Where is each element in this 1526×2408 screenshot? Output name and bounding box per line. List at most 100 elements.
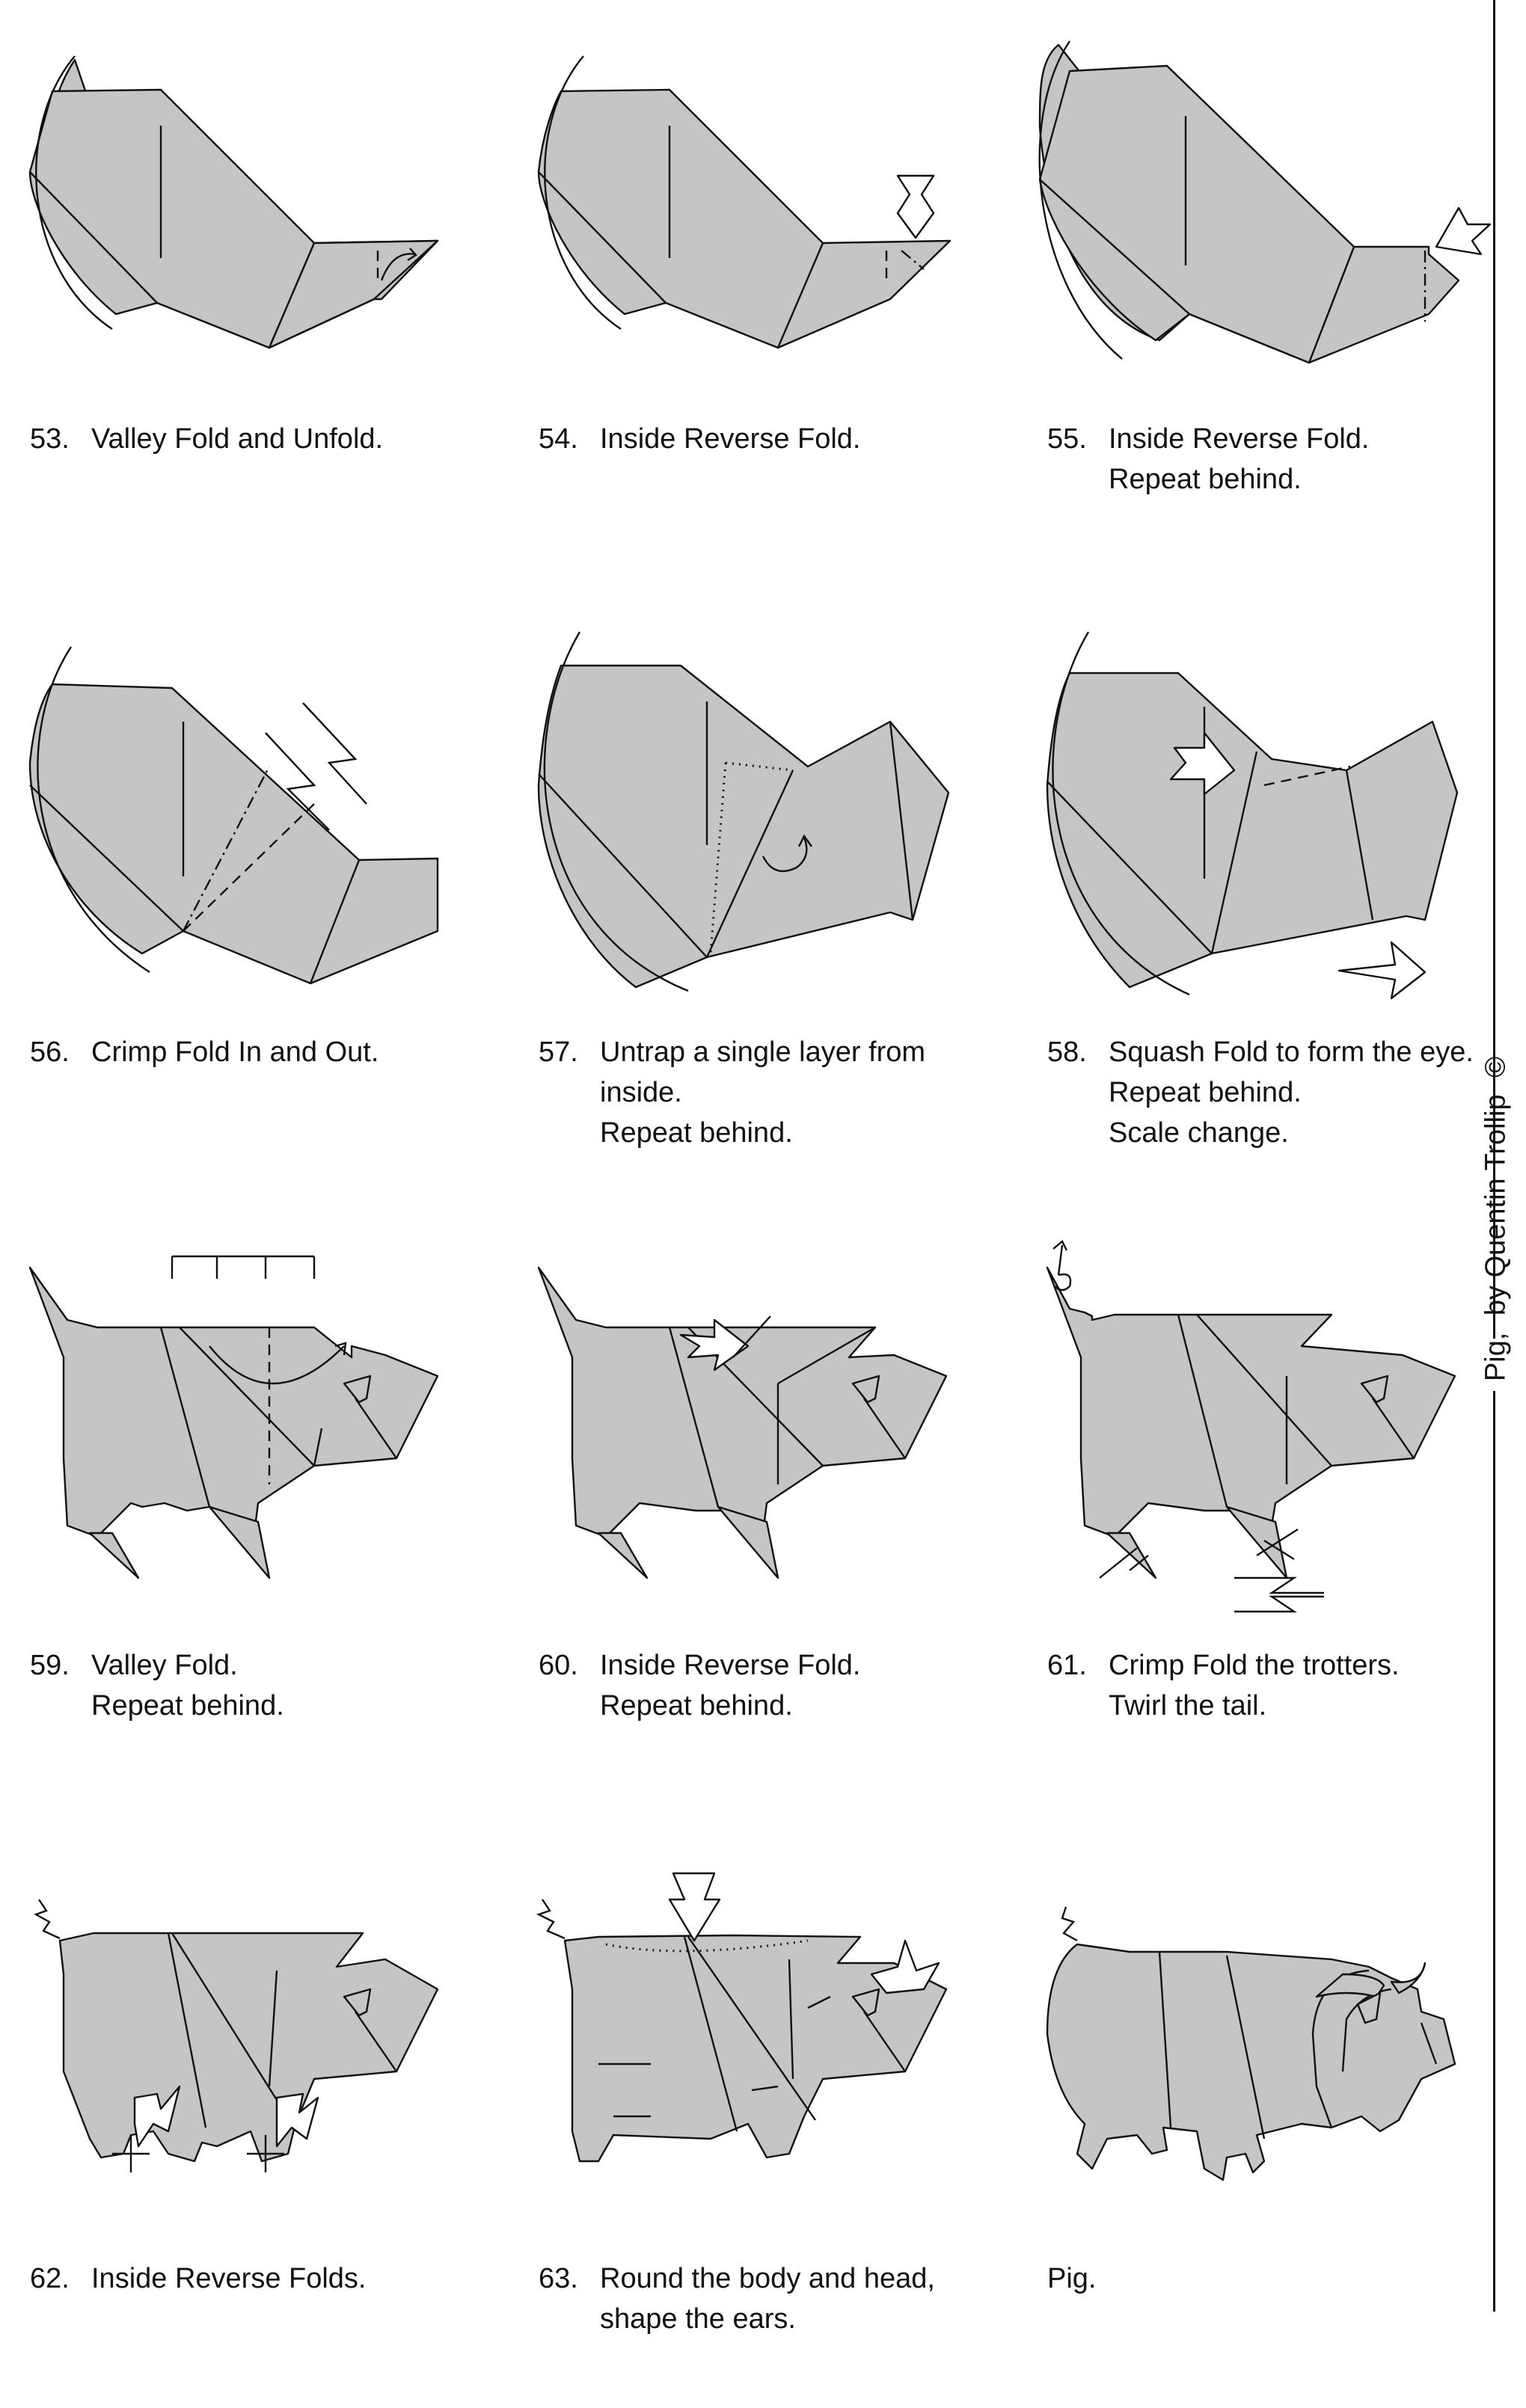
dotted-line: [709, 762, 727, 954]
caption-line: Untrap a single layer from: [600, 1036, 926, 1068]
edge-line: [29, 171, 158, 304]
caption-line: shape the ears.: [600, 2303, 796, 2335]
valley-line: [1263, 765, 1351, 787]
margin-rule-top: [1493, 0, 1495, 1339]
fold-arrow: [209, 1345, 345, 1385]
margin-rule-bottom: [1493, 1391, 1495, 2312]
step-number: 55.: [1047, 423, 1087, 455]
eye-flap: [1356, 1991, 1382, 2024]
eye-flap: [343, 1988, 372, 2017]
cross-mark: [247, 2135, 284, 2172]
trotter: [1106, 1532, 1157, 1579]
edge-line: [705, 770, 794, 958]
edge-line: [1345, 770, 1374, 921]
caption-line: Repeat behind.: [91, 1690, 284, 1721]
eye-flap: [1360, 1375, 1389, 1404]
final-pig: Pig.: [1017, 1840, 1496, 2408]
untrap-arrow: [762, 837, 808, 873]
crease-line: [1420, 2022, 1438, 2065]
circle-edge: [544, 55, 622, 330]
cross-mark: [112, 2135, 150, 2172]
trotter: [597, 1532, 649, 1579]
body-flap: [1038, 64, 1355, 364]
trotter: [208, 1505, 271, 1579]
edge-line: [1047, 781, 1213, 954]
arrow-head: [407, 248, 417, 262]
crease-line: [171, 1932, 293, 2125]
diagram-step-62: [34, 1899, 439, 2172]
edge-line: [538, 171, 667, 304]
step-number: 62.: [30, 2263, 70, 2294]
dotted-curve: [605, 1939, 809, 1953]
edge-line: [309, 859, 361, 984]
scale-arrow-icon: [1337, 941, 1427, 1000]
step-number: 59.: [30, 1650, 70, 1681]
caption-line: Valley Fold.: [91, 1650, 238, 1681]
step-58: 58. Squash Fold to form the eye. Repeat …: [1017, 613, 1496, 1182]
copyright-icon: ©: [1480, 1056, 1512, 1078]
author-credit: Pig, by Quentin Trollip ©: [1451, 995, 1526, 1443]
diagram-step-56: [28, 646, 439, 985]
caption-line: Twirl the tail.: [1109, 1690, 1267, 1721]
step-number: 56.: [30, 1036, 70, 1068]
edge-line: [889, 721, 914, 921]
crease-line: [863, 1398, 906, 1459]
step-57: 57. Untrap a single layer from inside. R…: [509, 613, 987, 1182]
edge-line: [538, 773, 708, 958]
crease-line: [179, 1327, 315, 1466]
caption-line: Squash Fold to form the eye.: [1109, 1036, 1474, 1068]
push-arrow-icon: [870, 1939, 940, 1994]
shading-lines: [598, 1995, 831, 2118]
arrow-head: [334, 1342, 347, 1356]
trotter: [717, 1505, 779, 1579]
caption-line: Repeat behind.: [600, 1117, 793, 1149]
eye-flap: [851, 1988, 880, 2017]
crease-line: [1341, 1988, 1392, 2072]
push-arrow-icon: [1169, 731, 1236, 796]
ear-tip: [1390, 1962, 1427, 1994]
step-number: 58.: [1047, 1036, 1087, 1068]
crease-line: [159, 1327, 211, 1508]
model-name: Pig,: [1480, 1332, 1512, 1382]
diagram-step-63: [536, 1872, 948, 2163]
edge-line: [29, 784, 184, 932]
fold-line: [732, 1315, 771, 1358]
eye-flap: [851, 1375, 880, 1404]
crease-line: [668, 1327, 720, 1508]
caption-line: Round the body and head,: [600, 2263, 935, 2294]
diagram-step-53: [28, 55, 439, 349]
circle-edge: [1052, 631, 1190, 996]
step-number: 57.: [539, 1036, 578, 1068]
push-arrow-icon: [668, 1872, 721, 1942]
circle-edge: [35, 55, 113, 330]
crease-line: [167, 1932, 207, 2128]
caption-line: Inside Reverse Folds.: [91, 2263, 367, 2294]
step-59: 59. Valley Fold. Repeat behind.: [0, 1226, 479, 1795]
fold-arrow: [380, 253, 416, 281]
edge-line: [1210, 751, 1258, 954]
step-number: 54.: [539, 423, 578, 455]
caption-line: Repeat behind.: [1109, 464, 1302, 495]
step-63: 63. Round the body and head, shape the e…: [509, 1840, 987, 2408]
crease-line: [863, 2011, 906, 2072]
trotter: [88, 1532, 140, 1579]
step-55: 55. Inside Reverse Fold. Repeat behind.: [1017, 0, 1496, 568]
crimp-mark: [1256, 1528, 1299, 1561]
crimp-symbol: [265, 732, 330, 831]
arrow-head: [797, 834, 812, 847]
curly-tail: [536, 1899, 566, 1940]
step-60: 60. Inside Reverse Fold. Repeat behind.: [509, 1226, 987, 1795]
crease-line: [313, 1428, 323, 1466]
diagram-step-58: [1046, 631, 1459, 1000]
measure-bracket: [171, 1255, 316, 1279]
crease-line: [355, 2011, 397, 2072]
caption-line: Crimp Fold In and Out.: [91, 1036, 379, 1068]
step-number: 63.: [539, 2263, 578, 2294]
caption-line: Inside Reverse Fold.: [1109, 423, 1370, 455]
crease-line: [1372, 1398, 1415, 1459]
push-arrow-icon: [133, 2085, 181, 2148]
pig-body: [537, 1266, 948, 1538]
paper-shape: [537, 88, 952, 349]
circle-edge: [37, 646, 150, 974]
dotted-line: [725, 761, 794, 772]
